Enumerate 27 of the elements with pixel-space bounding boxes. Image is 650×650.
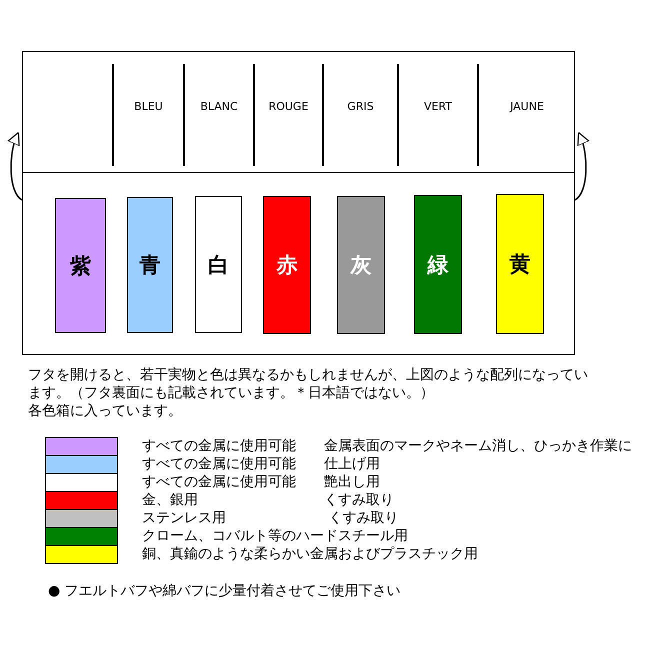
compound-bar: 緑 [414,195,462,334]
legend-text: 金、銀用 くすみ取り [142,491,394,509]
color-name: BLEU [133,100,164,113]
legend-text: すべての金属に使用可能 金属表面のマークやネーム消し、ひっかき作業に [142,437,632,455]
arrow [8,132,22,201]
compound-bar: 灰 [337,196,385,334]
color-name: GRIS [346,100,375,113]
description-text: フタを開けると、若干実物と色は異なるかもしれませんが、上図のような配列になっています。（フタ裏面にも記載されています。＊日本語ではない。） [28,366,588,402]
arrow [574,132,590,201]
color-name: VERT [422,100,454,113]
compound-bar: 青 [127,197,173,333]
usage-note: ● フエルトバフや綿バフに少量付着させてご使用下さい [48,582,402,600]
legend-text: ステンレス用 くすみ取り [142,509,398,527]
legend-text: すべての金属に使用可能 艶出し用 [142,473,380,491]
color-name: BLANC [199,100,239,113]
description-text: 各色箱に入っています。 [28,402,183,420]
legend-text: クローム、コバルト等のハードスチール用 [142,527,408,545]
lid-panel [22,51,575,173]
compound-bar: 赤 [263,196,311,334]
case-tray [22,172,575,355]
compound-bar: 紫 [55,198,106,333]
compound-bar: 黄 [496,194,544,334]
color-name: JAUNE [508,100,545,113]
legend-text: すべての金属に使用可能 仕上げ用 [142,455,380,473]
compound-bar: 白 [195,196,242,333]
legend-text: 銅、真鍮のような柔らかい金属およびプラスチック用 [142,545,478,563]
color-name: ROUGE [268,100,310,113]
